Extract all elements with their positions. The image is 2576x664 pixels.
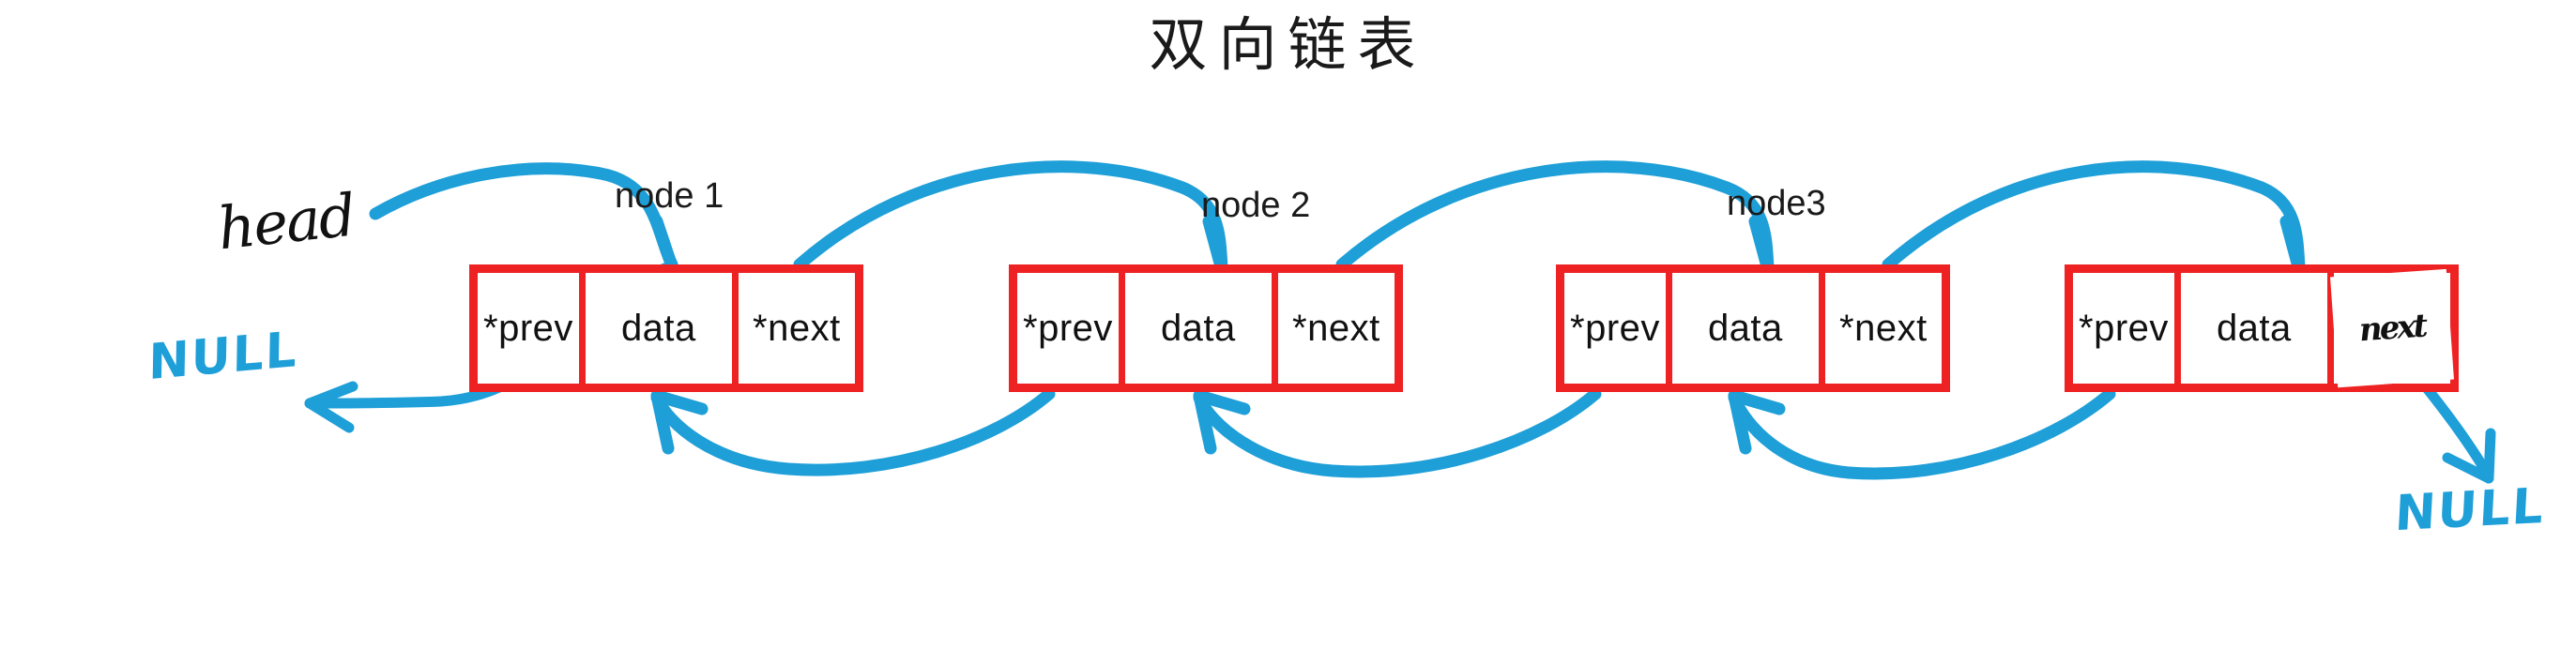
caption-node-1: node 1	[615, 176, 724, 216]
node-4-data-cell: data	[2180, 273, 2334, 384]
node-2-next-cell: *next	[1277, 273, 1395, 384]
node-1-data-cell: data	[585, 273, 739, 384]
node-box-3[interactable]: *prev data *next	[1556, 264, 1950, 392]
node-2-data-cell: data	[1124, 273, 1278, 384]
node-3-prev-cell: *prev	[1564, 273, 1672, 384]
prev-arrow-1	[650, 387, 1056, 476]
null-label-right: NULL	[2393, 477, 2547, 543]
caption-node-2: node 2	[1201, 186, 1311, 225]
node-box-2[interactable]: *prev data *next	[1009, 264, 1403, 392]
prev-arrow-2	[1193, 387, 1602, 478]
node-box-1[interactable]: *prev data *next	[469, 264, 863, 392]
node-4-next-cell: next	[2329, 268, 2454, 388]
node-1-prev-cell: *prev	[478, 273, 586, 384]
page-title: 双向链表	[1149, 10, 1427, 79]
node-1-next-cell: *next	[738, 273, 855, 384]
caption-node-3: node3	[1727, 184, 1826, 223]
node-4-prev-cell: *prev	[2073, 273, 2181, 384]
node-box-4[interactable]: *prev data next	[2065, 264, 2459, 392]
node-2-prev-cell: *prev	[1017, 273, 1125, 384]
node-3-data-cell: data	[1671, 273, 1825, 384]
prev-arrow-3	[1728, 387, 2116, 480]
node-3-next-cell: *next	[1824, 273, 1942, 384]
null-label-left: NULL	[147, 321, 299, 392]
head-label: head	[214, 180, 358, 264]
